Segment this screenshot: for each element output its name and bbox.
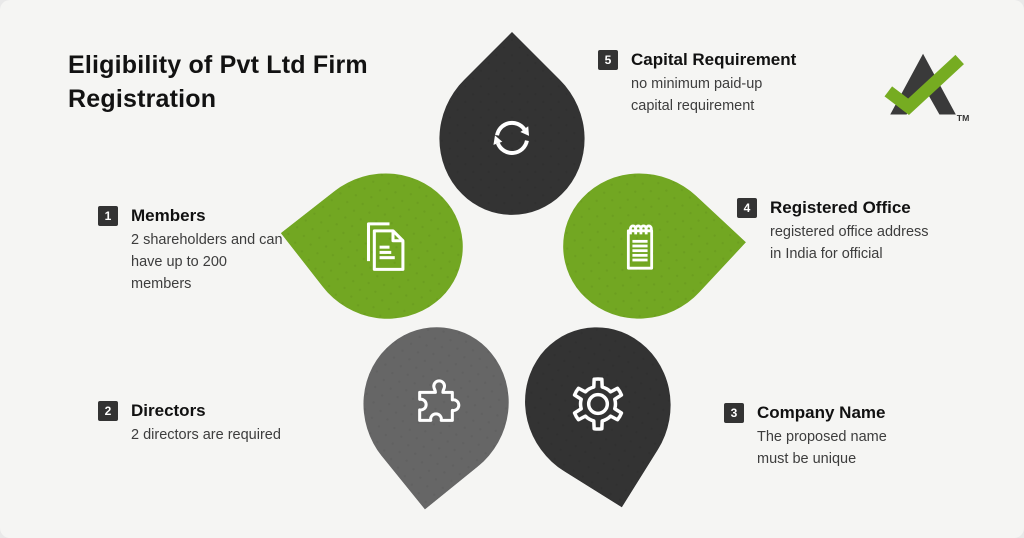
petal-capital-requirement bbox=[405, 31, 619, 245]
notepad-icon bbox=[612, 218, 668, 274]
petal-members bbox=[280, 140, 492, 352]
page-title-line1: Eligibility of Pvt Ltd Firm bbox=[68, 51, 368, 79]
item-body: 2 directors are required bbox=[131, 427, 281, 443]
item-title: Capital Requirement bbox=[631, 50, 797, 69]
item-title: Members bbox=[131, 206, 206, 225]
documents-icon bbox=[358, 218, 414, 274]
number-badge: 5 bbox=[598, 50, 618, 70]
label-registered-office: 4 Registered Office registered office ad… bbox=[737, 197, 957, 265]
gear-icon bbox=[570, 376, 626, 432]
item-title: Company Name bbox=[757, 403, 886, 422]
item-body: registered office address in India for o… bbox=[770, 224, 929, 262]
item-body: no minimum paid-up capital requirement bbox=[631, 76, 763, 114]
tm-label: TM bbox=[957, 113, 970, 123]
label-members: 1 Members 2 shareholders and can have up… bbox=[98, 205, 298, 295]
item-body: The proposed name must be unique bbox=[757, 429, 887, 467]
label-capital-requirement: 5 Capital Requirement no minimum paid-up… bbox=[598, 49, 828, 117]
number-badge: 2 bbox=[98, 401, 118, 421]
label-directors: 2 Directors 2 directors are required bbox=[98, 400, 318, 446]
petal-registered-office bbox=[533, 139, 747, 353]
label-company-name: 3 Company Name The proposed name must be… bbox=[724, 402, 934, 470]
page-title-line2: Registration bbox=[68, 85, 217, 113]
number-badge: 3 bbox=[724, 403, 744, 423]
item-body: 2 shareholders and can have up to 200 me… bbox=[131, 232, 283, 292]
brand-logo: TM bbox=[874, 46, 974, 128]
number-badge: 4 bbox=[737, 198, 757, 218]
petal-directors bbox=[330, 298, 542, 510]
brand-logo-mark-icon: TM bbox=[884, 53, 970, 123]
refresh-icon bbox=[484, 110, 540, 166]
page-title: Eligibility of Pvt Ltd Firm Registration bbox=[68, 48, 408, 116]
item-title: Directors bbox=[131, 401, 206, 420]
puzzle-icon bbox=[408, 376, 464, 432]
number-badge: 1 bbox=[98, 206, 118, 226]
petal-company-name bbox=[494, 300, 702, 508]
item-title: Registered Office bbox=[770, 198, 911, 217]
